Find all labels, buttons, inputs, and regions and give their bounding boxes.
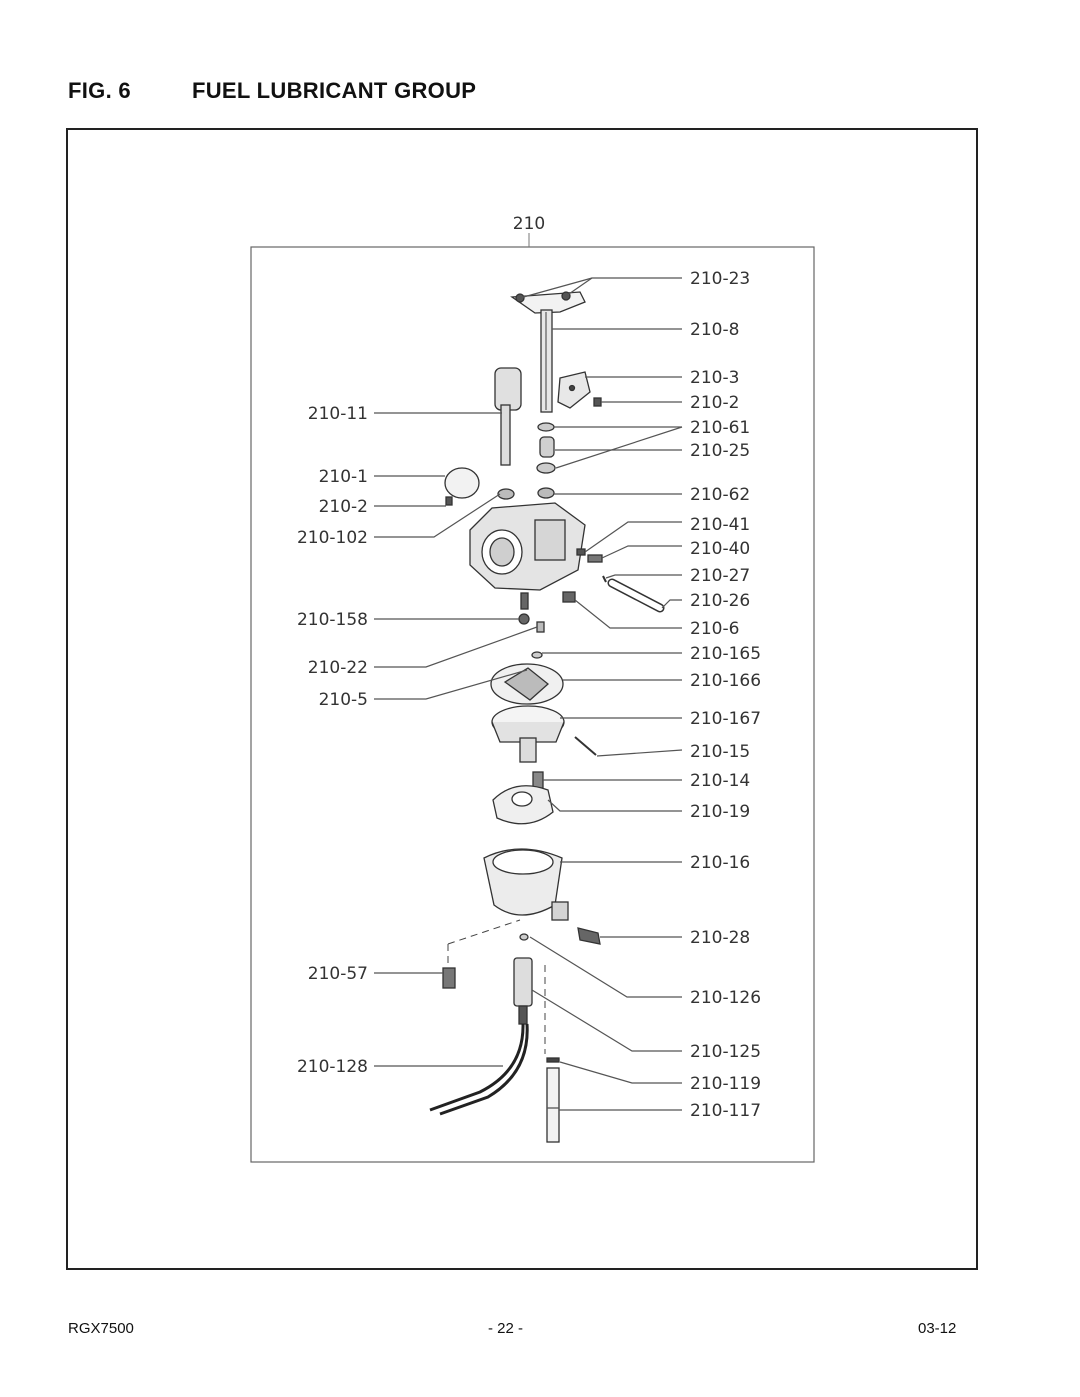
footer-page-number: - 22 - xyxy=(488,1320,524,1337)
callout-210-167: 210-167 xyxy=(690,709,761,729)
callout-210-41: 210-41 xyxy=(690,515,750,535)
callout-210-40: 210-40 xyxy=(690,539,750,559)
footer-model: RGX7500 xyxy=(68,1320,134,1337)
callout-210-125: 210-125 xyxy=(690,1042,761,1062)
callout-210-2-right: 210-2 xyxy=(690,393,739,413)
part-throttle-disc xyxy=(444,467,480,499)
callout-210-14: 210-14 xyxy=(690,771,750,791)
callout-210-119: 210-119 xyxy=(690,1074,761,1094)
part-fuel-solenoid xyxy=(513,957,533,1007)
callout-210-22: 210-22 xyxy=(308,658,368,678)
callout-210-57: 210-57 xyxy=(308,964,368,984)
callout-210-6: 210-6 xyxy=(690,619,739,639)
callout-210-102: 210-102 xyxy=(297,528,368,548)
assembly-label: 210 xyxy=(513,214,545,234)
parts-artwork xyxy=(429,291,665,1143)
callout-210-26: 210-26 xyxy=(690,591,750,611)
part-throttle-shaft-lever xyxy=(494,367,522,411)
callout-210-25: 210-25 xyxy=(690,441,750,461)
figure-number: FIG. 6 xyxy=(68,78,131,103)
callout-210-166: 210-166 xyxy=(690,671,761,691)
callout-210-62: 210-62 xyxy=(690,485,750,505)
callout-210-8: 210-8 xyxy=(690,320,739,340)
leader-lines xyxy=(374,277,683,1111)
callout-210-128: 210-128 xyxy=(297,1057,368,1077)
figure-frame xyxy=(66,128,978,1270)
assembly-box xyxy=(250,246,815,1163)
callout-210-61: 210-61 xyxy=(690,418,750,438)
callout-210-23: 210-23 xyxy=(690,269,750,289)
part-throttle-shaft xyxy=(500,404,511,466)
callout-210-15: 210-15 xyxy=(690,742,750,762)
callout-210-28: 210-28 xyxy=(690,928,750,948)
callout-210-126: 210-126 xyxy=(690,988,761,1008)
callout-210-117: 210-117 xyxy=(690,1101,761,1121)
part-spring xyxy=(539,436,555,458)
callout-210-1: 210-1 xyxy=(319,467,368,487)
callout-210-19: 210-19 xyxy=(690,802,750,822)
callout-210-5: 210-5 xyxy=(319,690,368,710)
footer-date: 03-12 xyxy=(918,1320,957,1337)
callout-210-27: 210-27 xyxy=(690,566,750,586)
callouts-left: 210-11 210-1 210-2 210-102 210-158 210-2… xyxy=(297,404,368,1077)
callouts-right: 210-23 210-8 210-3 210-2 210-61 210-25 2… xyxy=(690,269,761,1121)
figure-name: FUEL LUBRICANT GROUP xyxy=(192,78,477,103)
callout-210-158: 210-158 xyxy=(297,610,368,630)
callout-210-16: 210-16 xyxy=(690,853,750,873)
callout-210-3: 210-3 xyxy=(690,368,739,388)
callout-210-2-left: 210-2 xyxy=(319,497,368,517)
callout-210-165: 210-165 xyxy=(690,644,761,664)
callout-210-11: 210-11 xyxy=(308,404,368,424)
